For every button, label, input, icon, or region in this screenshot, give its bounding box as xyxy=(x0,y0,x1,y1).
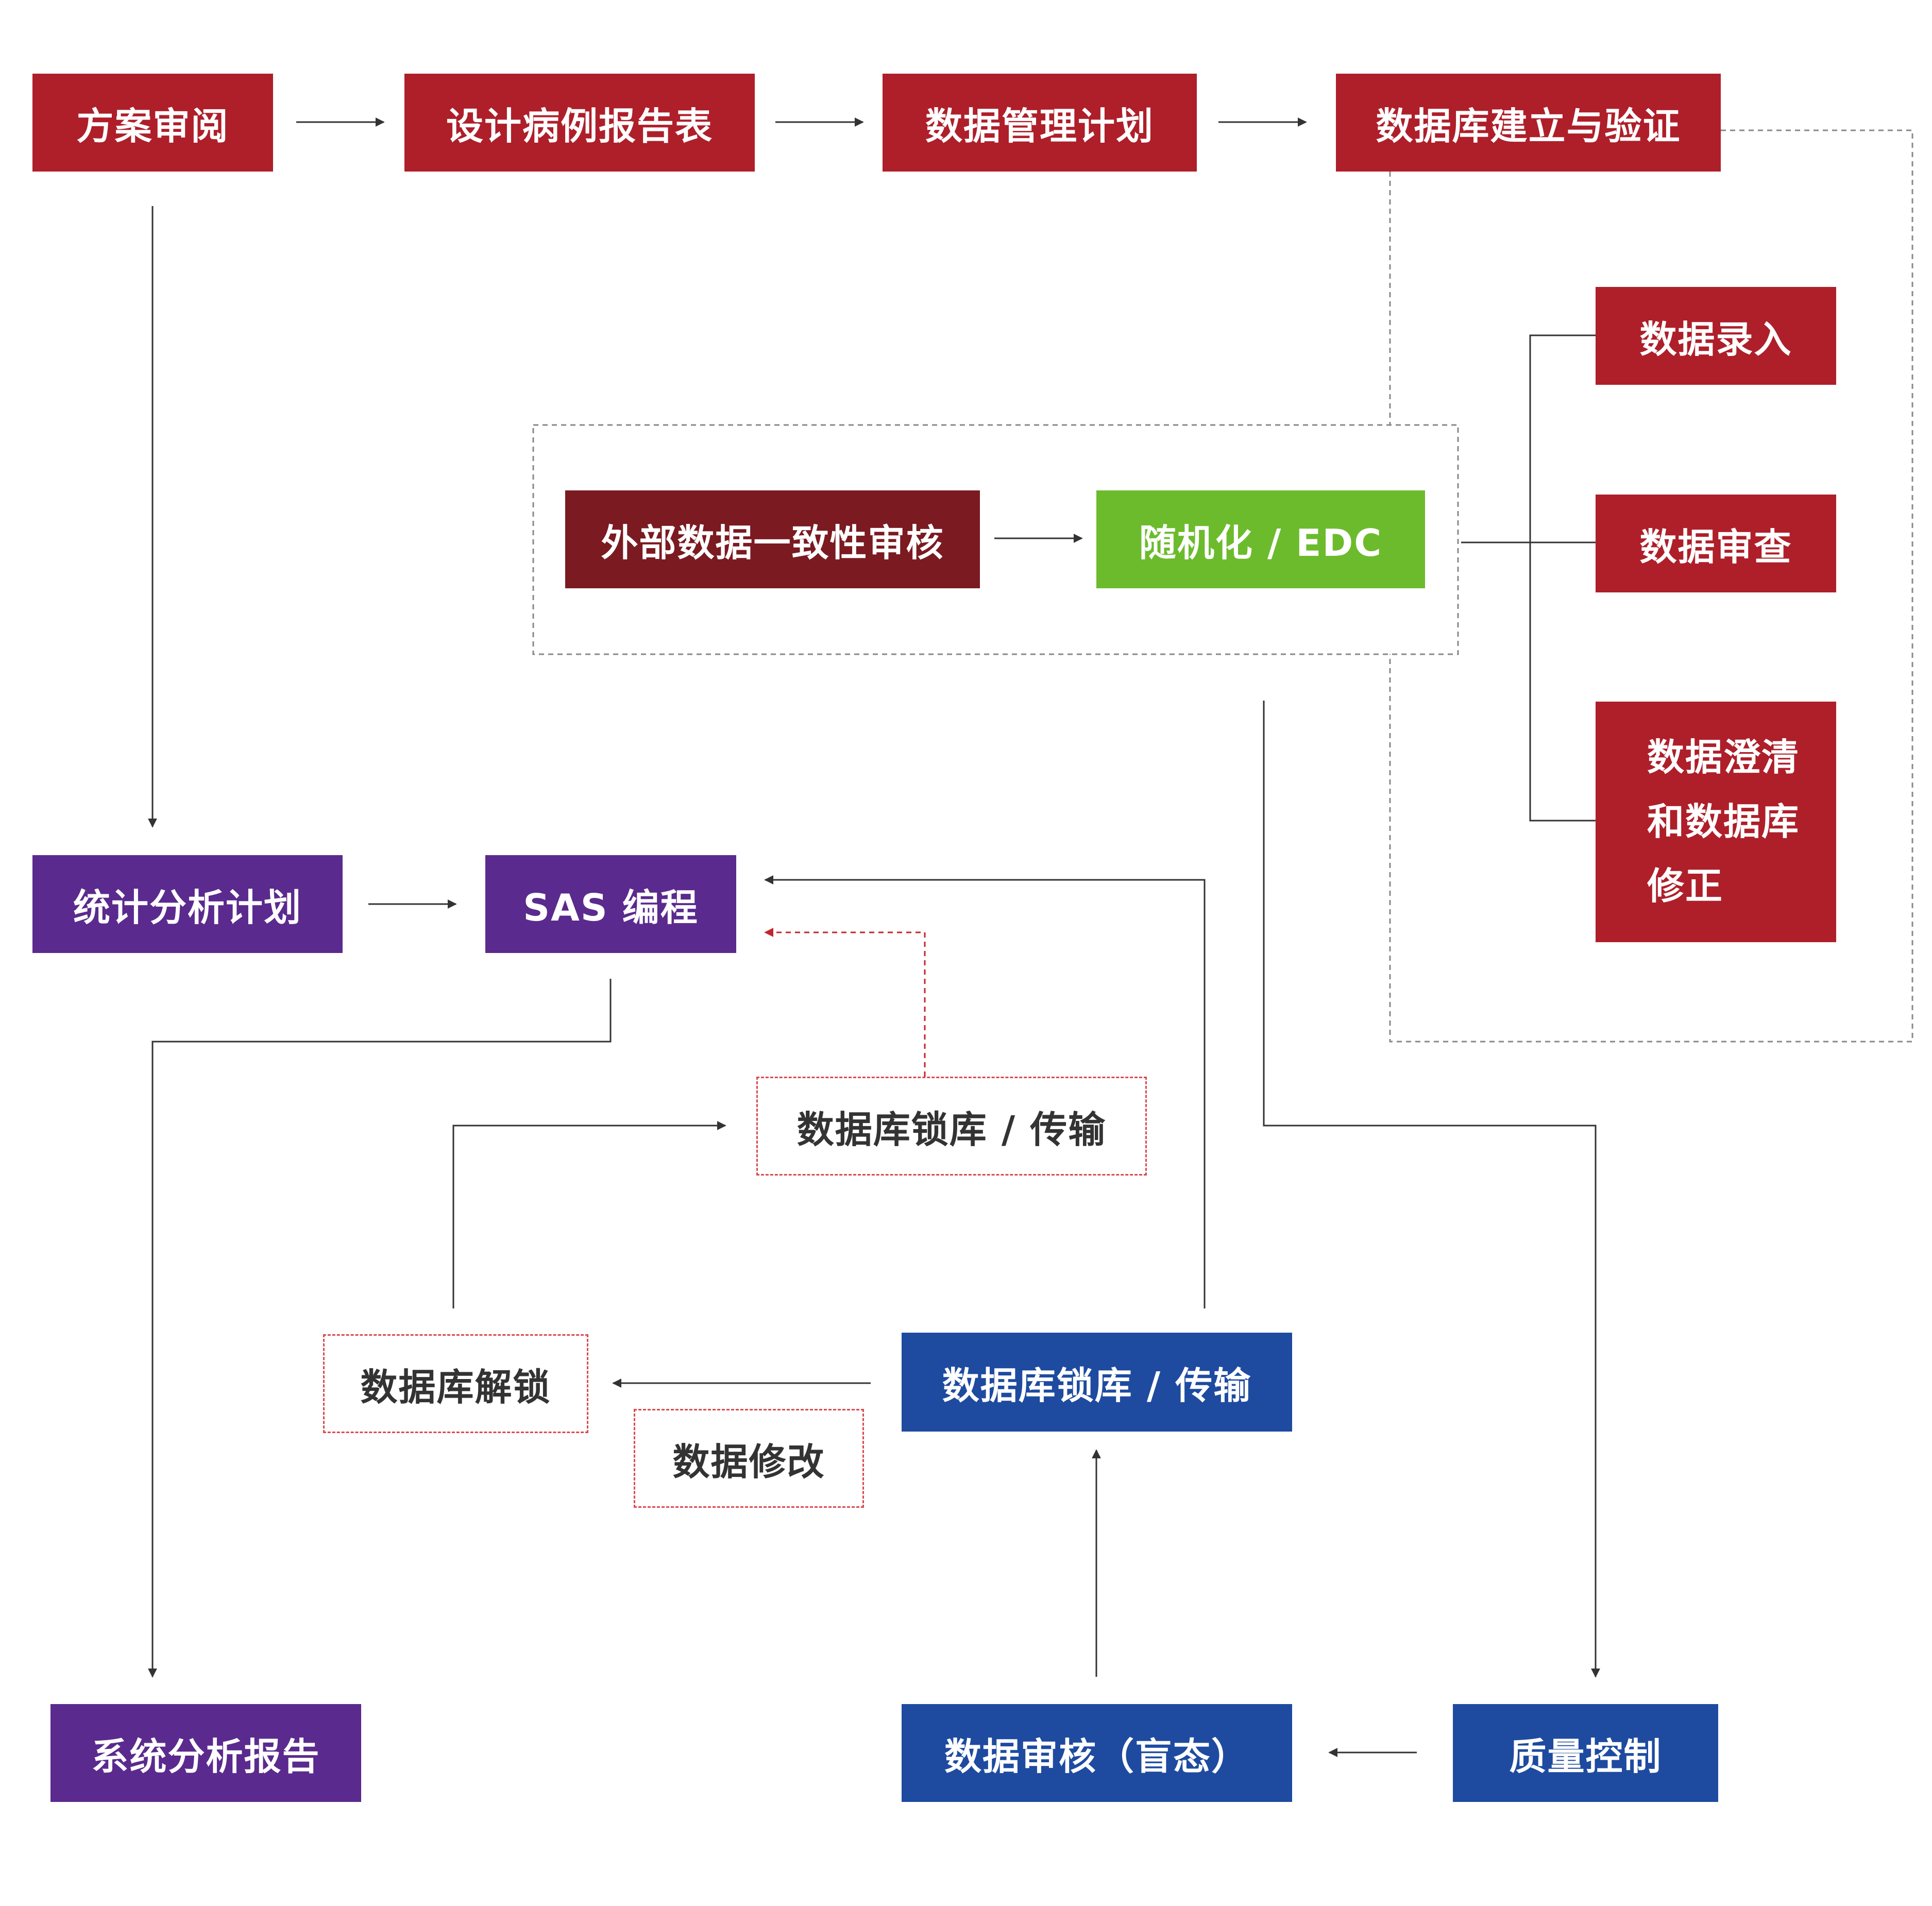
db-validation-loop xyxy=(1389,129,1913,1043)
data-review-box: 数据审查 xyxy=(1596,495,1836,592)
database-build-validate-box: 数据库建立与验证 xyxy=(1336,74,1721,172)
final-analysis-report-box: 系统分析报告 xyxy=(50,1704,361,1802)
data-entry-box: 数据录入 xyxy=(1596,287,1836,385)
arrow-edc-to-qc xyxy=(1263,701,1600,1678)
data-modification-box: 数据修改 xyxy=(634,1409,864,1508)
quality-control-box: 质量控制 xyxy=(1453,1704,1718,1802)
stat-analysis-plan-box: 统计分析计划 xyxy=(32,855,343,953)
protocol-review-box: 方案审阅 xyxy=(32,74,273,172)
data-clarification-line-1: 数据澄清 xyxy=(1647,736,1800,779)
external-data-check-box: 外部数据一致性审核 xyxy=(565,490,980,588)
database-lock-transfer-box: 数据库锁库 / 传输 xyxy=(902,1333,1292,1432)
sas-programming-box: SAS 编程 xyxy=(485,855,736,953)
arrow-unlock-to-relock xyxy=(452,1121,726,1308)
crf-design-box: 设计病例报告表 xyxy=(404,74,755,172)
arrow-lock-to-sas xyxy=(764,875,1206,1308)
arrow-sas-to-report xyxy=(148,979,612,1678)
arrow-relock-to-sas xyxy=(764,928,926,1077)
database-relock-transfer-box: 数据库锁库 / 传输 xyxy=(756,1077,1147,1176)
data-management-plan-box: 数据管理计划 xyxy=(883,74,1197,172)
blind-data-review-box: 数据审核（盲态） xyxy=(902,1704,1292,1802)
randomization-edc-box: 随机化 / EDC xyxy=(1096,490,1425,588)
bracket-data-entry-to-clarify xyxy=(1529,334,1596,822)
database-unlock-box: 数据库解锁 xyxy=(323,1334,588,1433)
data-clarification-box: 数据澄清 和数据库 修正 xyxy=(1596,702,1836,942)
edc-group-frame xyxy=(532,424,1459,655)
data-clarification-line-2: 和数据库 xyxy=(1647,800,1800,843)
data-clarification-line-3: 修正 xyxy=(1647,864,1724,908)
